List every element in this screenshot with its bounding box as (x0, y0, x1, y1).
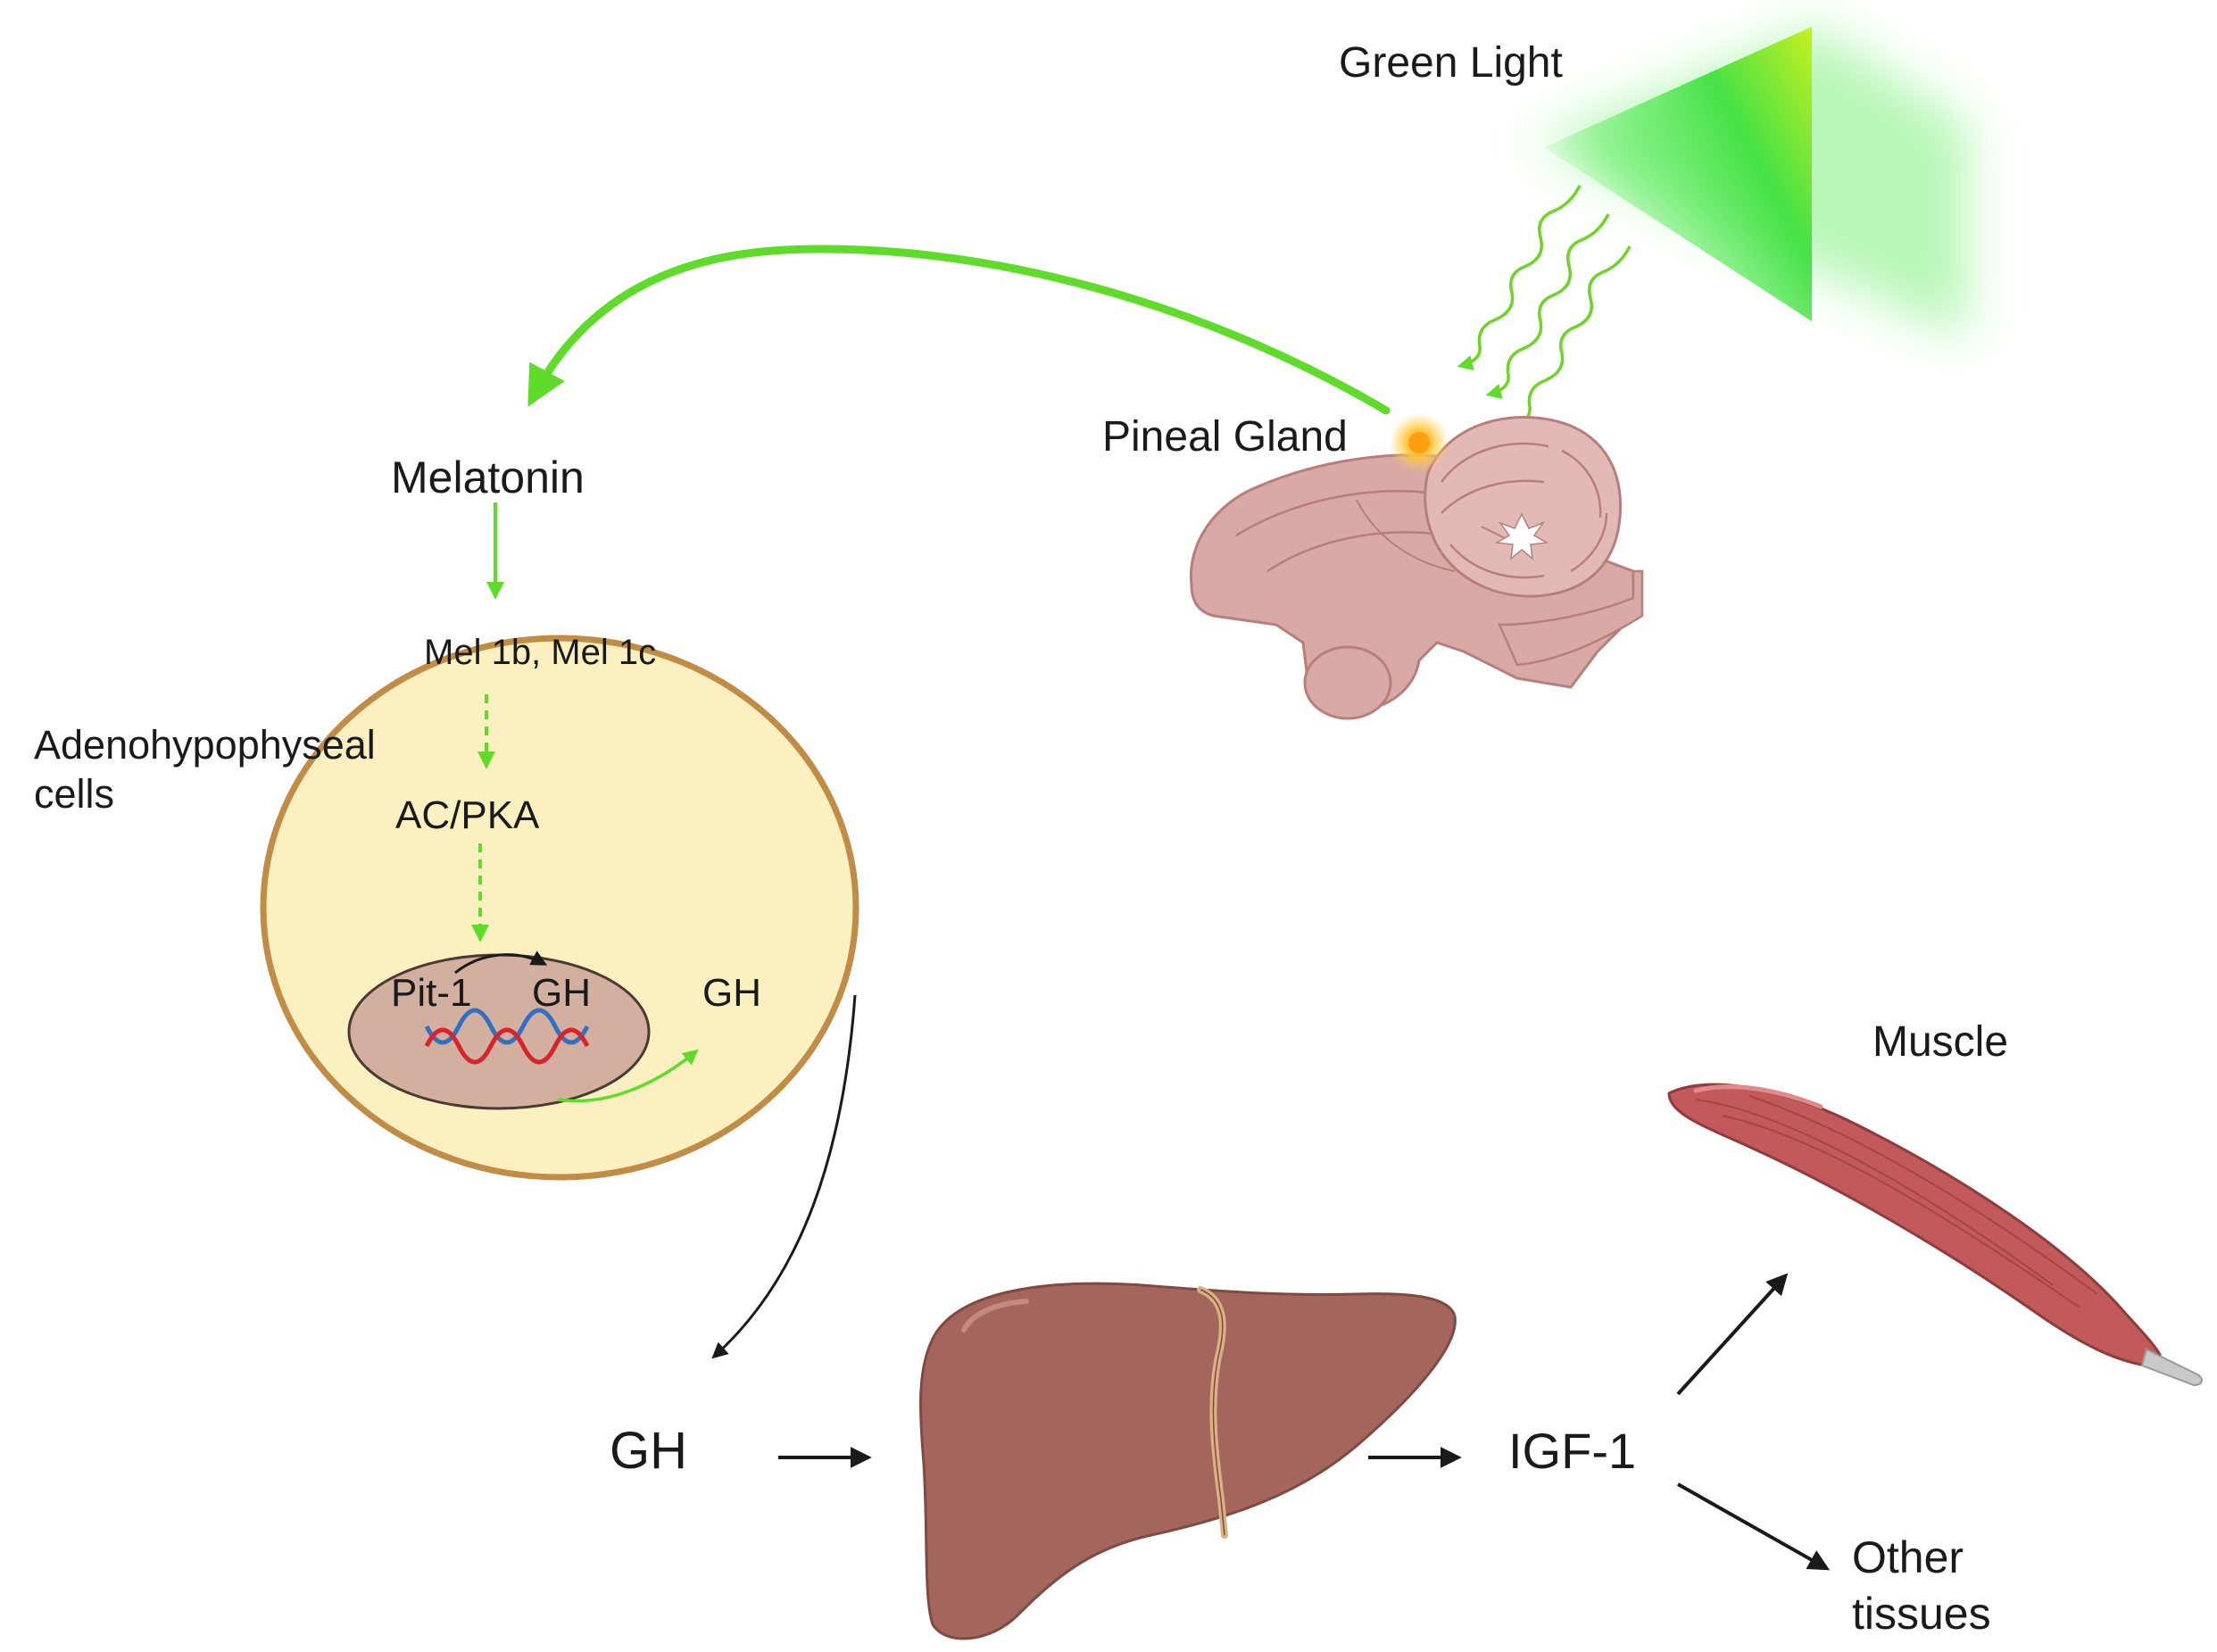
other-tissues-label-line1: Other (1852, 1532, 1964, 1582)
cell-to-gh-arrow (711, 994, 857, 1359)
light-ray-1 (1457, 185, 1582, 371)
pit1-to-gh-arrow (454, 951, 548, 975)
light-ray-3 (1507, 245, 1632, 432)
igf1-label: IGF-1 (1508, 1423, 1636, 1479)
pituitary (1303, 645, 1392, 720)
melatonin-label: Melatonin (391, 452, 585, 502)
igf1-to-other-tissues-arrow (1677, 1482, 1831, 1571)
pineal-gland-label: Pineal Gland (1102, 413, 1348, 461)
cell-type-label-line1: Adenohypophyseal (34, 722, 376, 768)
green-light-label: Green Light (1339, 39, 1563, 87)
gh-secreted-label: GH (610, 1422, 687, 1480)
cerebellum (1424, 416, 1623, 598)
pit1-label: Pit-1 (391, 971, 471, 1015)
light-rays (1457, 185, 1632, 432)
gh-in-cell-label: GH (702, 971, 761, 1015)
pineal-to-melatonin-arrow (527, 245, 1391, 415)
light-ray-2 (1485, 213, 1610, 400)
liver-illustration (918, 1282, 1457, 1640)
igf1-to-muscle-arrow (1676, 1273, 1789, 1396)
brainstem (1498, 569, 1644, 667)
other-tissues-label-line2: tissues (1852, 1589, 1991, 1639)
cell-type-label-line2: cells (34, 771, 114, 817)
muscle-tendon (2140, 1348, 2203, 1387)
arbor-vitae (1494, 512, 1549, 560)
muscle-illustration (1667, 1083, 2203, 1387)
dna-helix (424, 1008, 590, 1065)
nucleus-to-gh-arrow (557, 1049, 699, 1103)
ac-pka-label: AC/PKA (395, 793, 540, 837)
muscle-label: Muscle (1872, 1018, 2008, 1066)
receptor-label: Mel 1b, Mel 1c (424, 633, 656, 672)
gh-gene-label: GH (532, 971, 591, 1015)
brain-illustration (1189, 412, 1644, 720)
green-light-source (1535, 27, 1968, 339)
